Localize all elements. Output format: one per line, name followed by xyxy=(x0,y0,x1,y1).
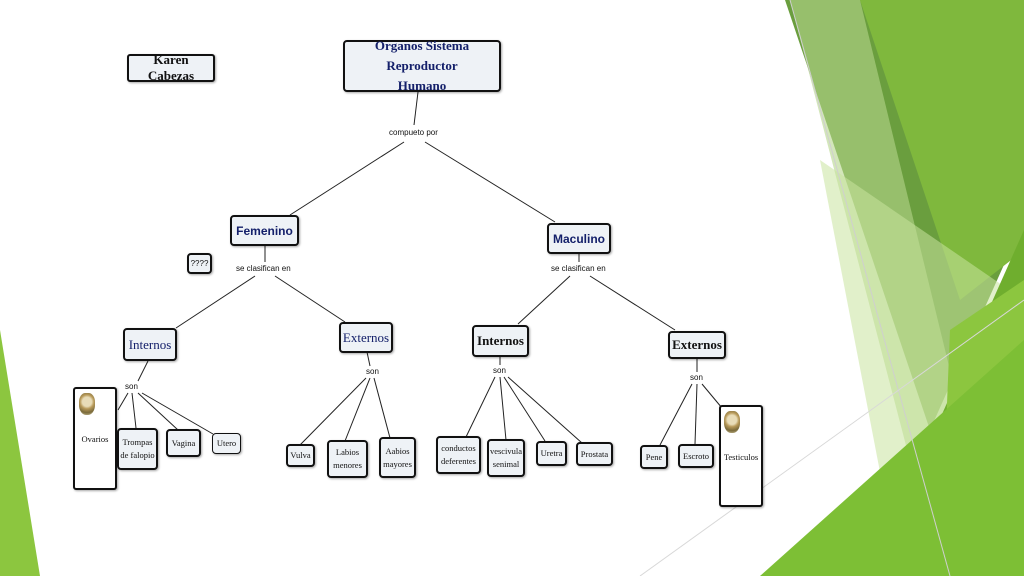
masculino-externos-node: Externos xyxy=(668,331,726,359)
ovarios-image xyxy=(79,393,95,415)
testiculos-image xyxy=(724,411,740,433)
ovarios-label: Ovarios xyxy=(81,434,109,444)
masculino-title: Maculino xyxy=(552,231,605,246)
femenino-externos-title: Externos xyxy=(342,329,390,345)
unknown-node: ???? xyxy=(187,253,212,274)
masculino-link-label: se clasifican en xyxy=(551,264,606,274)
masculino-internos-link-label: son xyxy=(493,366,506,376)
testiculos-label: Testiculos xyxy=(723,452,759,462)
escroto-node: Escroto xyxy=(678,444,714,468)
labios-menores-node: Labios menores xyxy=(327,440,368,478)
escroto-label: Escroto xyxy=(683,450,709,461)
aabios-mayores-node: Aabios mayores xyxy=(379,437,416,478)
vulva-label: Vulva xyxy=(290,450,311,460)
femenino-title: Femenino xyxy=(236,223,293,238)
femenino-internos-title: Internos xyxy=(128,336,172,352)
author-name: Karen Cabezas xyxy=(147,52,195,83)
pene-node: Pene xyxy=(640,445,668,469)
labios-menores-label: Labios menores xyxy=(333,447,362,470)
vagina-label: Vagina xyxy=(171,437,196,448)
ovarios-node: Ovarios xyxy=(73,387,117,490)
femenino-internos-link-label: son xyxy=(125,382,138,392)
root-link-label: compueto por xyxy=(389,128,438,138)
uretra-label: Uretra xyxy=(540,448,563,458)
aabios-mayores-label: Aabios mayores xyxy=(383,445,412,469)
prostata-label: Prostata xyxy=(580,448,609,459)
pene-label: Pene xyxy=(645,451,663,462)
vescivula-node: vescivula senimal xyxy=(487,439,525,477)
prostata-node: Prostata xyxy=(576,442,613,466)
author-name-box: Karen Cabezas xyxy=(127,52,215,83)
trompas-node: Trompas de falopio xyxy=(117,428,158,470)
femenino-externos-link-label: son xyxy=(366,367,379,377)
root-node: Organos Sistema Reproductor Humano xyxy=(343,38,501,93)
root-title-line1: Organos Sistema Reproductor xyxy=(374,38,470,73)
femenino-internos-node: Internos xyxy=(123,328,177,361)
femenino-node: Femenino xyxy=(230,215,299,246)
trompas-label: Trompas de falopio xyxy=(120,437,155,460)
utero-label: Utero xyxy=(216,438,237,448)
masculino-internos-node: Internos xyxy=(472,325,529,357)
femenino-externos-node: Externos xyxy=(339,322,393,353)
conductos-node: conductos deferentes xyxy=(436,436,481,474)
testiculos-node: Testiculos xyxy=(719,405,763,507)
femenino-link-label: se clasifican en xyxy=(236,264,291,274)
masculino-externos-link-label: son xyxy=(690,373,703,383)
unknown-text: ???? xyxy=(190,259,209,268)
vagina-node: Vagina xyxy=(166,429,201,457)
vulva-node: Vulva xyxy=(286,444,315,467)
masculino-node: Maculino xyxy=(547,223,611,254)
masculino-internos-title: Internos xyxy=(477,333,524,348)
uretra-node: Uretra xyxy=(536,441,567,466)
conductos-label: conductos deferentes xyxy=(441,443,476,466)
masculino-externos-title: Externos xyxy=(672,337,722,352)
vescivula-label: vescivula senimal xyxy=(489,446,523,469)
root-title-line2: Humano xyxy=(397,78,447,93)
utero-node: Utero xyxy=(212,433,241,454)
